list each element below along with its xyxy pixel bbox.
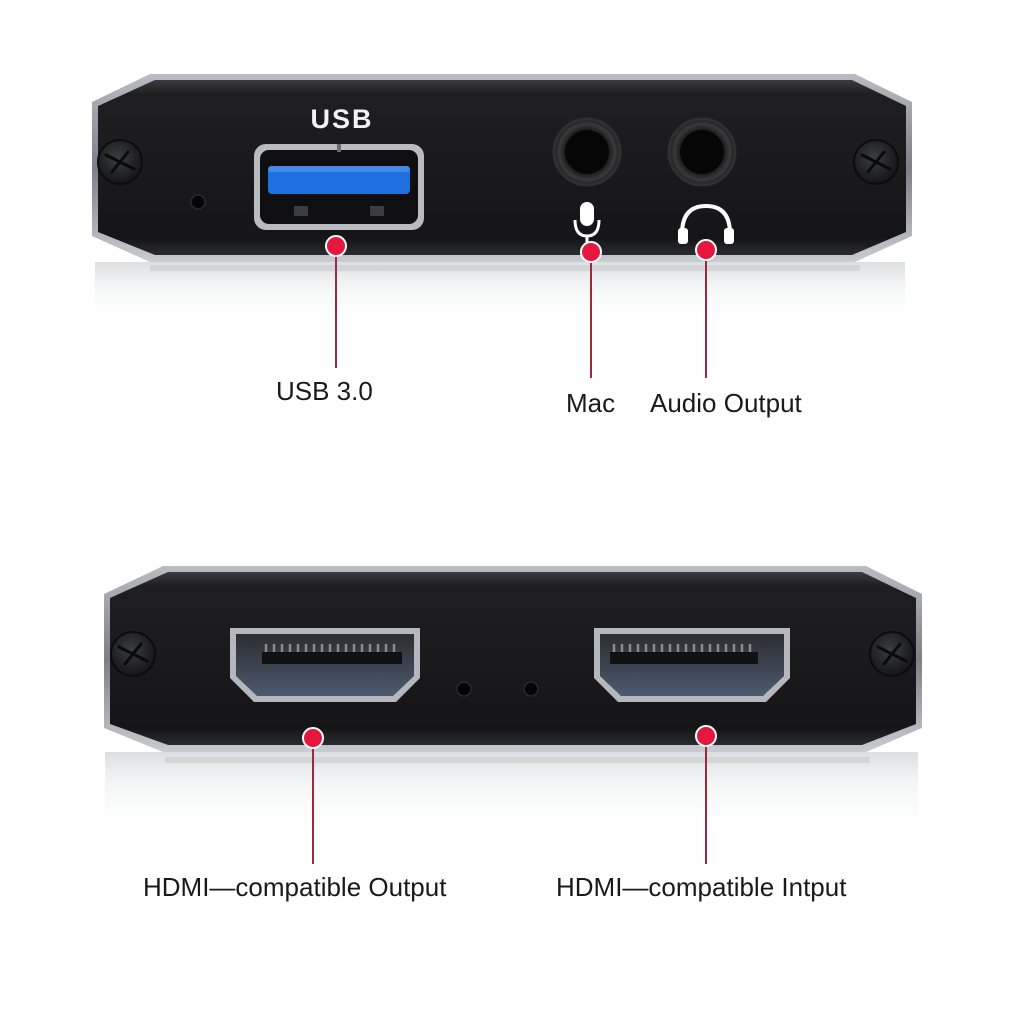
headphones-icon <box>678 203 734 244</box>
mic-label: Mac <box>566 388 616 418</box>
mic-jack <box>552 117 622 187</box>
callout-dot <box>302 727 324 749</box>
microphone-icon <box>573 202 601 244</box>
screw-icon <box>110 631 156 677</box>
status-led <box>523 681 539 697</box>
screw-icon <box>869 631 915 677</box>
callout-audio <box>695 239 717 378</box>
callout-hdmi-output <box>302 727 324 864</box>
screw-icon <box>97 139 143 185</box>
top-device-panel: USB <box>92 74 912 330</box>
status-led <box>190 194 206 210</box>
hdmi-output-port <box>230 628 420 702</box>
top-device-reflection <box>95 262 905 330</box>
hdmi-input-label: HDMI—compatible Intput <box>556 872 847 902</box>
top-device-face <box>98 80 906 255</box>
audio-jack <box>667 117 737 187</box>
usb-port-marking: USB <box>310 104 373 134</box>
audio-output-label: Audio Output <box>650 388 802 418</box>
usb-label: USB 3.0 <box>276 376 373 406</box>
callout-mic <box>580 241 602 378</box>
callout-dot <box>325 235 347 257</box>
screw-icon <box>853 139 899 185</box>
hdmi-input-port <box>594 628 790 702</box>
bottom-device-panel <box>104 566 922 840</box>
hdmi-output-label: HDMI—compatible Output <box>143 872 447 902</box>
usb-port <box>254 144 424 230</box>
callout-dot <box>695 239 717 261</box>
callout-hdmi-input <box>695 725 717 864</box>
callout-dot <box>580 241 602 263</box>
callout-dot <box>695 725 717 747</box>
bottom-device-reflection <box>105 752 918 840</box>
status-led <box>456 681 472 697</box>
callout-usb <box>325 235 347 368</box>
